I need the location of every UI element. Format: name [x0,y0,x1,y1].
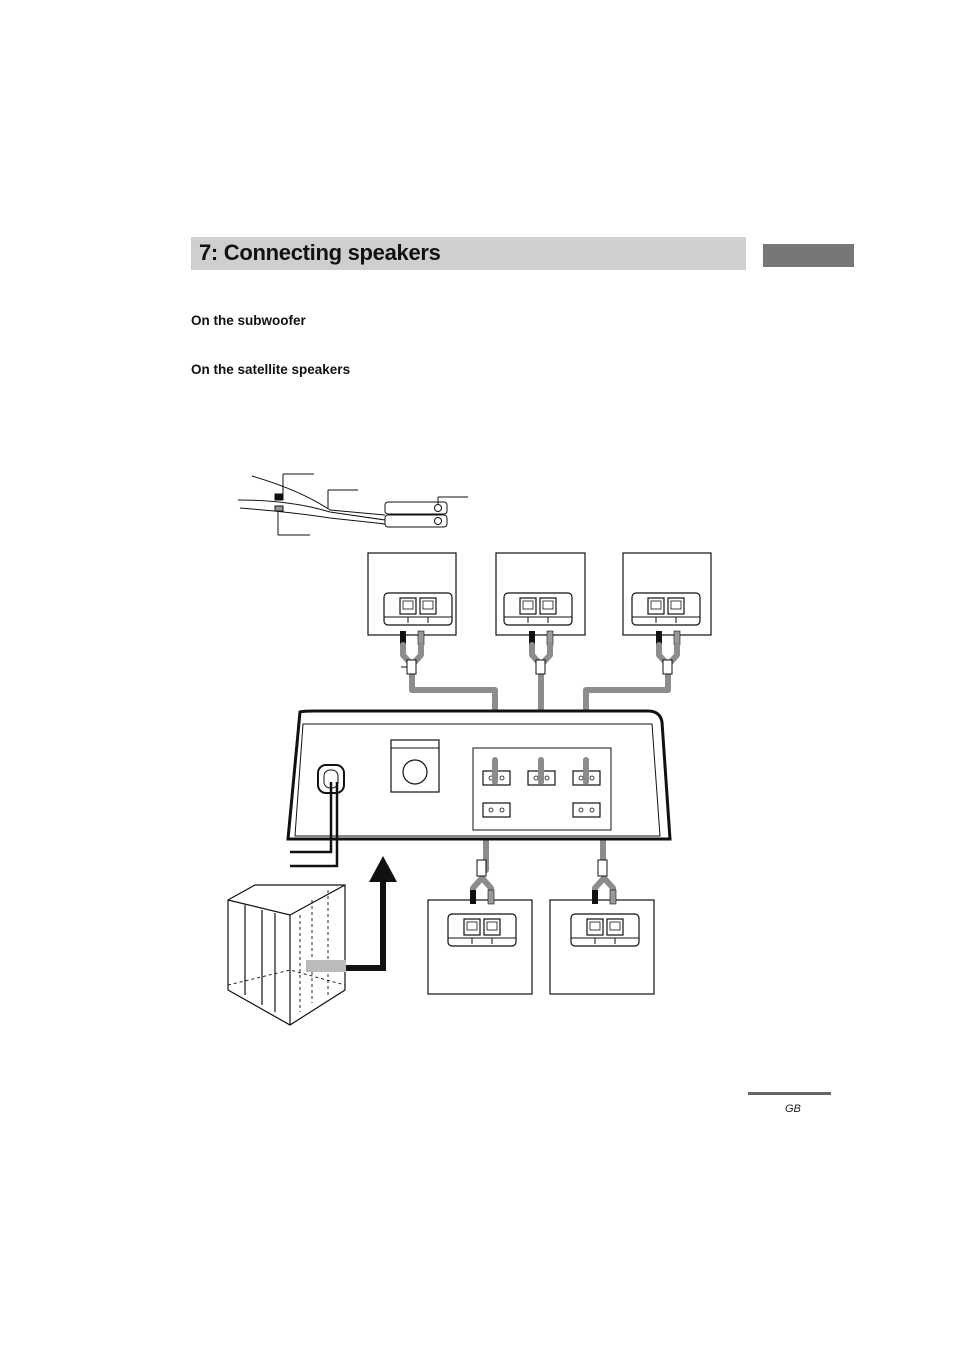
section-title-bar: 7: Connecting speakers [191,237,746,270]
satellite-heading: On the satellite speakers [191,362,351,377]
subwoofer-heading: On the subwoofer [191,313,306,328]
section-title: 7: Connecting speakers [199,240,441,265]
chapter-tab [763,244,854,267]
page-language-code: GB [785,1103,801,1115]
speaker-cable [237,473,468,536]
front-right-speaker [622,552,712,646]
footer-rule [748,1092,831,1095]
surround-left-speaker [427,889,533,995]
front-left-speaker [367,552,457,646]
subwoofer-rear-panel [286,709,672,841]
subwoofer-unit [227,884,346,1026]
surround-right-speaker [549,889,655,995]
arrow-up-icon [346,856,397,971]
center-speaker [495,552,586,646]
